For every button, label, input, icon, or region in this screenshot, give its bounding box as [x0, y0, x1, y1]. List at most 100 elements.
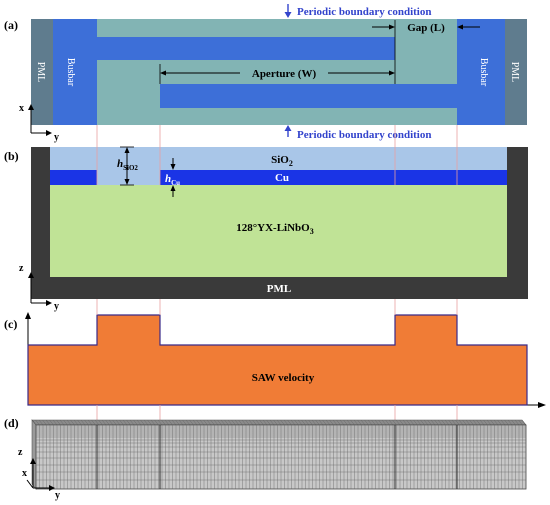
busbar-left-label: Busbar	[65, 58, 76, 87]
mesh-top-line	[283, 419, 289, 426]
aperture-arrowhead-left	[160, 70, 166, 76]
mesh-top-line	[402, 419, 408, 426]
mesh-top-line	[31, 419, 37, 426]
mesh-top-line	[364, 419, 369, 426]
mesh-top-line	[294, 419, 299, 426]
h-cu-label: hCu	[165, 173, 180, 187]
mesh-top-line	[164, 419, 170, 426]
mesh-top-line	[129, 419, 135, 426]
saw-velocity-label: SAW velocity	[252, 372, 315, 384]
mesh-top-line	[119, 419, 124, 426]
panel-a-label: (a)	[4, 18, 18, 32]
mesh-top-line	[262, 419, 268, 426]
mesh-top-line	[38, 419, 44, 426]
gap-arrowhead-left	[389, 24, 395, 30]
aperture-label-bg	[240, 65, 328, 80]
mesh-top-line	[395, 419, 401, 426]
mesh-top-line	[353, 419, 359, 426]
mesh-top-line	[178, 419, 184, 426]
busbar-right	[457, 19, 505, 125]
mesh-top-line	[462, 419, 467, 426]
cu-layer	[50, 170, 507, 185]
h-sio2-label: hSiO2	[117, 158, 138, 172]
mesh-top-line	[266, 419, 271, 426]
mesh-top-line	[94, 419, 100, 426]
mesh-top-line	[378, 419, 383, 426]
mesh-top-line	[91, 419, 96, 426]
mesh-top-line	[84, 419, 89, 426]
axis-b-horizontal-head	[46, 300, 52, 306]
axis-c-horizontal-head	[538, 402, 546, 408]
mesh-top-line	[514, 419, 520, 426]
axis-b-y-label: y	[54, 301, 59, 312]
mesh-top-line	[98, 419, 103, 426]
mesh-top-line	[511, 419, 516, 426]
pml-right-strip	[505, 19, 527, 125]
mesh-top-line	[406, 419, 411, 426]
mesh-top-line	[52, 419, 58, 426]
mesh-top-line	[367, 419, 373, 426]
mesh-top-line	[157, 419, 163, 426]
axis-d-horizontal-head	[49, 485, 55, 491]
mesh-top-line	[45, 419, 51, 426]
mesh-top-line	[336, 419, 341, 426]
aperture-arrowhead-right	[389, 70, 395, 76]
mesh-top-line	[255, 419, 261, 426]
sio2-layer	[50, 147, 507, 170]
pbc-top-label: Periodic boundary condition	[297, 6, 431, 18]
mesh-top-line	[290, 419, 296, 426]
mesh-top-line	[409, 419, 415, 426]
pml-left-label: PML	[35, 62, 46, 83]
mesh-top-line	[329, 419, 334, 426]
axis-a-vertical-head	[28, 104, 34, 110]
mesh-top-line	[448, 419, 453, 426]
mesh-top-line	[276, 419, 282, 426]
mesh-top-line	[427, 419, 432, 426]
mesh-top-line	[444, 419, 450, 426]
mesh-top-line	[507, 419, 513, 426]
axis-a-x-label: x	[19, 103, 24, 114]
mesh-top-line	[42, 419, 47, 426]
mesh-top-line	[504, 419, 509, 426]
mesh-top-line	[203, 419, 208, 426]
electrode-bottom	[160, 84, 457, 108]
guide-lines	[96, 125, 458, 420]
mesh-top-line	[171, 419, 177, 426]
mesh-top-line	[206, 419, 212, 426]
mesh-top-line	[486, 419, 492, 426]
mesh-top-line	[70, 419, 75, 426]
mesh-top-line	[392, 419, 397, 426]
mesh-top-line	[269, 419, 275, 426]
mesh-top-line	[220, 419, 226, 426]
mesh-top-line	[451, 419, 457, 426]
mesh-top-line	[210, 419, 215, 426]
mesh-top-line	[315, 419, 320, 426]
mesh-top-line	[199, 419, 205, 426]
mesh-top-line	[248, 419, 254, 426]
mesh-top-line	[346, 419, 352, 426]
mesh-top-line	[297, 419, 303, 426]
mesh-top-line	[413, 419, 418, 426]
mesh-top-line	[322, 419, 327, 426]
mesh-top-line	[192, 419, 198, 426]
pml-bottom-label: PML	[267, 283, 291, 295]
mesh-top-line	[325, 419, 331, 426]
pml-right-label: PML	[509, 62, 520, 83]
panel-c-label: (c)	[4, 317, 17, 331]
mesh-top-line	[126, 419, 131, 426]
mesh-top-line	[458, 419, 464, 426]
mesh-top-line	[73, 419, 79, 426]
mesh-top-line	[357, 419, 362, 426]
cu-label: Cu	[275, 172, 289, 184]
mesh-top-line	[385, 419, 390, 426]
pbc-bottom-arrowhead	[284, 125, 292, 131]
panel-b-label: (b)	[4, 149, 19, 163]
mesh-top-line	[143, 419, 149, 426]
mesh-top-line	[77, 419, 82, 426]
h-cu-head-top	[170, 164, 176, 170]
axis-b-vertical-head	[28, 272, 34, 278]
mesh-top-line	[476, 419, 481, 426]
axis-d-z-label: z	[18, 447, 23, 458]
mesh-top-line	[189, 419, 194, 426]
mesh-top-line	[318, 419, 324, 426]
